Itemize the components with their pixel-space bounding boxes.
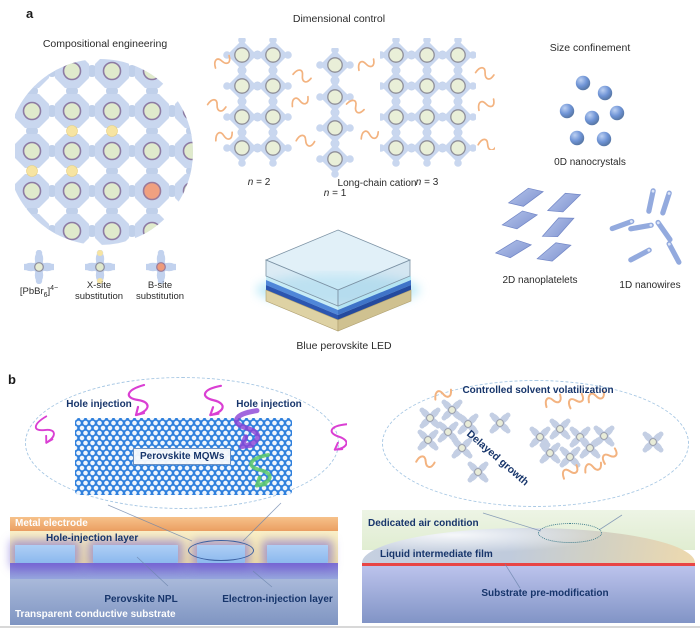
long-chain-cation-label: Long-chain cation	[337, 178, 417, 189]
led-caption: Blue perovskite LED	[296, 340, 392, 352]
pbbr6-octahedron-icon	[24, 250, 54, 284]
controlled-solvent-label: Controlled solvent volatilization	[462, 385, 614, 396]
dimensional-title: Dimensional control	[292, 13, 386, 25]
hole-injection-label-left: Hole injection	[66, 399, 132, 410]
hole-injection-layer-label: Hole-injection layer	[46, 533, 139, 544]
formula-pre: [PbBr	[19, 286, 44, 298]
n-var: n	[247, 177, 254, 188]
premodified-substrate-layer	[362, 566, 695, 623]
x-site-label: X-site substitution	[74, 280, 124, 302]
n3-lattice-diagram	[380, 38, 476, 167]
transparent-substrate-layer	[10, 579, 338, 625]
perovskite-npl-segment	[267, 545, 328, 563]
1d-nanowires-label: 1D nanowires	[619, 280, 681, 291]
long-chain-cation-squiggles	[206, 54, 495, 150]
hole-injection-label-right: Hole injection	[236, 399, 302, 410]
led-stack	[264, 229, 412, 332]
electron-injection-layer	[10, 563, 338, 579]
formula-close: ]	[47, 286, 51, 298]
b-site-label: B-site substitution	[135, 280, 185, 302]
growth-magnified-ellipse	[382, 380, 689, 507]
led-device-cross-section: Metal electrode Hole-injection layer Per…	[10, 517, 338, 625]
n2-label: n = 2	[238, 177, 280, 188]
compositional-title: Compositional engineering	[42, 38, 168, 50]
intermediate-film-line	[362, 563, 695, 566]
liquid-intermediate-film-label: Liquid intermediate film	[380, 549, 493, 560]
n2-suffix: = 2	[253, 177, 271, 188]
perovskite-mqws-box: Perovskite MQWs	[133, 448, 232, 465]
nanoplatelets	[495, 187, 582, 262]
transparent-substrate-label: Transparent conductive substrate	[15, 609, 176, 620]
pbbr6-formula: [PbBr6]4−	[4, 284, 74, 302]
0d-nanocrystals-diagram	[559, 75, 625, 147]
2d-nanoplatelets-diagram	[495, 187, 582, 262]
perovskite-npl-label: Perovskite NPL	[104, 594, 178, 605]
n1-lattice-diagram	[316, 48, 354, 178]
formula-sub: 6	[43, 292, 48, 300]
1d-nanowires-diagram	[609, 188, 682, 265]
perovskite-npl-segment	[15, 545, 75, 563]
perovskite-npl-segment	[93, 545, 178, 563]
formula-sup: 4−	[50, 285, 59, 292]
solution-coating-cross-section: Dedicated air condition Liquid intermedi…	[362, 510, 695, 623]
n3-suffix: = 3	[421, 177, 439, 188]
n-var: n	[323, 188, 330, 199]
electron-injection-layer-label: Electron-injection layer	[222, 594, 333, 605]
size-confinement-title: Size confinement	[549, 42, 631, 54]
2d-nanoplatelets-label: 2D nanoplatelets	[502, 275, 578, 286]
blue-perovskite-led-diagram	[256, 229, 420, 332]
nucleation-clusters-diagram	[415, 388, 664, 483]
n1-label: n = 1	[314, 188, 356, 199]
magnification-source-ellipse	[188, 540, 254, 561]
substrate-premodification-label: Substrate pre-modification	[481, 588, 609, 599]
panel-a-label: a	[26, 6, 34, 21]
magnification-source-dotted-ellipse	[538, 523, 602, 543]
b-site-substitution-icon	[146, 250, 176, 284]
n3-label: n = 3	[406, 177, 448, 188]
n1-suffix: = 1	[329, 188, 347, 199]
n-var: n	[415, 177, 422, 188]
perovskite-lattice-diagram	[15, 59, 193, 245]
0d-nanocrystals-label: 0D nanocrystals	[554, 157, 626, 168]
nanocrystal-spheres	[559, 75, 625, 147]
panel-b-label: b	[8, 372, 16, 387]
metal-electrode-label: Metal electrode	[15, 518, 88, 529]
carrier-injection-arrows	[34, 383, 347, 488]
dedicated-air-condition-label: Dedicated air condition	[368, 518, 479, 529]
x-site-substitution-icon	[85, 250, 115, 284]
nanowires	[609, 188, 682, 265]
